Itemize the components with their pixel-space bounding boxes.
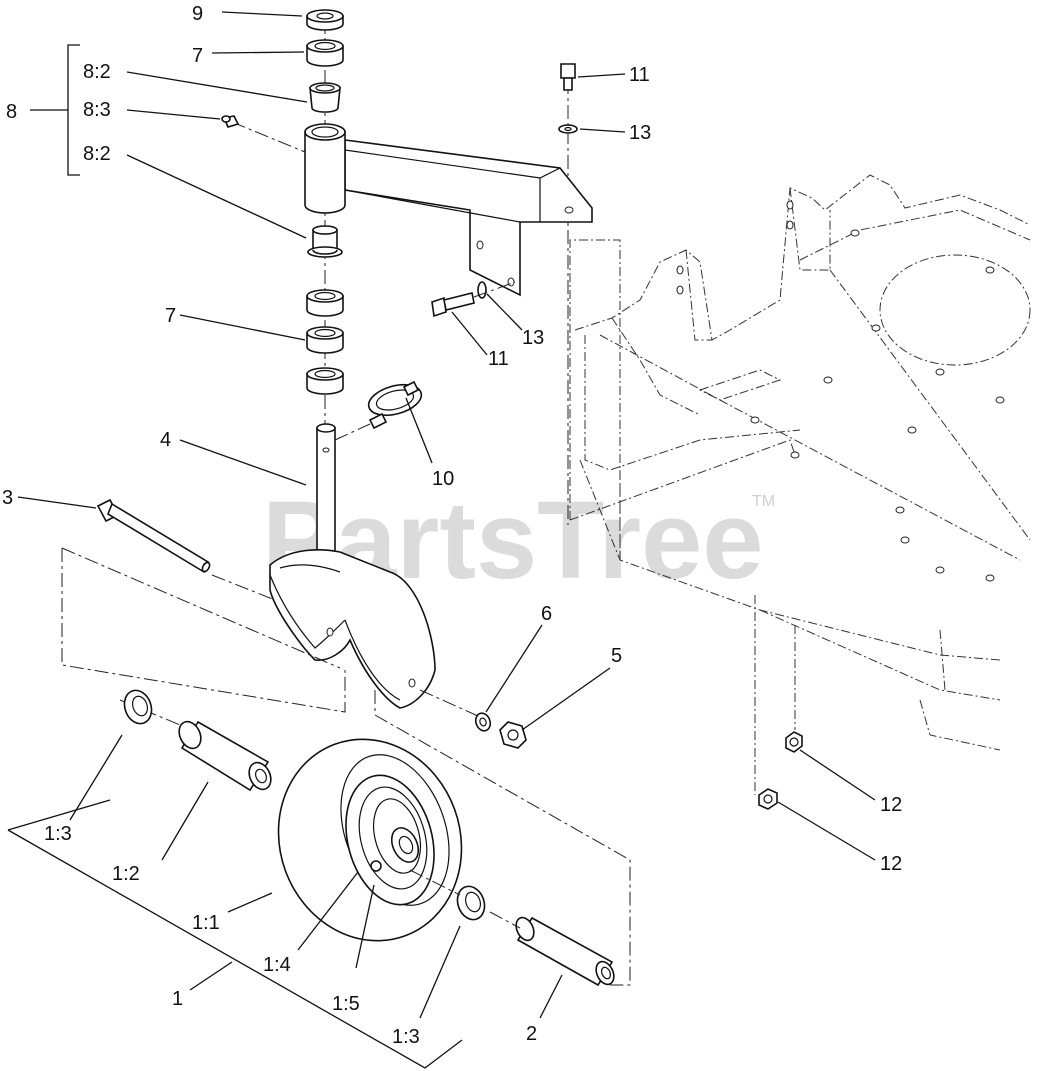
- callout-13-top: 13: [629, 122, 651, 144]
- callout-2: 2: [526, 1023, 537, 1045]
- part-9-washer: [306, 9, 344, 31]
- callout-4: 4: [160, 429, 171, 451]
- callout-11-mid: 11: [488, 348, 509, 370]
- part-7-spacer-1: [306, 289, 344, 317]
- callout-1-3-right: 1:3: [392, 1026, 420, 1048]
- part-12-nut-top: [785, 731, 803, 753]
- part-7-spacer-2: [306, 326, 344, 354]
- callout-3: 3: [2, 487, 13, 509]
- arm-tube: [304, 123, 346, 214]
- part-11-bolt-top: [560, 63, 576, 91]
- watermark-trademark: TM: [752, 493, 775, 510]
- callout-8-2-bottom: 8:2: [83, 143, 111, 165]
- mower-deck-frame: [569, 174, 1031, 795]
- callout-1: 1: [172, 988, 183, 1010]
- callout-12-top: 12: [880, 794, 902, 816]
- callout-10: 10: [432, 468, 454, 490]
- callout-8-3: 8:3: [83, 99, 111, 121]
- caster-fork: [269, 549, 436, 709]
- callout-11-top: 11: [629, 64, 650, 86]
- part-3-axle-bolt: [96, 498, 211, 574]
- callout-1-2: 1:2: [112, 863, 140, 885]
- part-8-2-bushing-bottom: [307, 225, 343, 258]
- callout-6: 6: [541, 603, 552, 625]
- callout-5: 5: [611, 645, 622, 667]
- part-5-nut: [499, 721, 527, 749]
- part-1-5-grease-fitting: [370, 860, 382, 872]
- part-13-washer-side: [477, 281, 487, 299]
- callout-8: 8: [6, 101, 17, 123]
- callout-7-mid: 7: [165, 305, 176, 327]
- callout-1-1: 1:1: [192, 912, 220, 934]
- part-13-washer-top: [558, 124, 578, 134]
- part-10-lynch-pin: [367, 380, 423, 430]
- callout-8-2-top: 8:2: [83, 61, 111, 83]
- callout-1-5: 1:5: [332, 993, 360, 1015]
- callout-12-bottom: 12: [880, 853, 902, 875]
- part-7-spacer-3: [306, 367, 344, 395]
- part-2-spacer: [515, 916, 615, 987]
- callout-1-3-left: 1:3: [44, 823, 72, 845]
- part-1-3-bearing-right: [456, 885, 486, 921]
- part-1-4-wheel-rim: [345, 774, 435, 906]
- callout-7-top: 7: [192, 45, 203, 67]
- caster-arm: [344, 139, 593, 297]
- part-12-nut-bottom: [758, 788, 778, 810]
- part-11-bolt-side: [431, 292, 475, 318]
- part-8-3-grease-fitting: [221, 115, 240, 128]
- part-8-2-bushing-top: [309, 82, 341, 113]
- callout-9: 9: [192, 3, 203, 25]
- part-1-2-spacer: [178, 720, 272, 792]
- callout-1-4: 1:4: [263, 954, 291, 976]
- part-1-3-bearing-left: [123, 689, 153, 725]
- part-6-washer: [474, 712, 492, 732]
- part-7-spacer-top: [306, 39, 344, 67]
- callout-13-mid: 13: [522, 327, 544, 349]
